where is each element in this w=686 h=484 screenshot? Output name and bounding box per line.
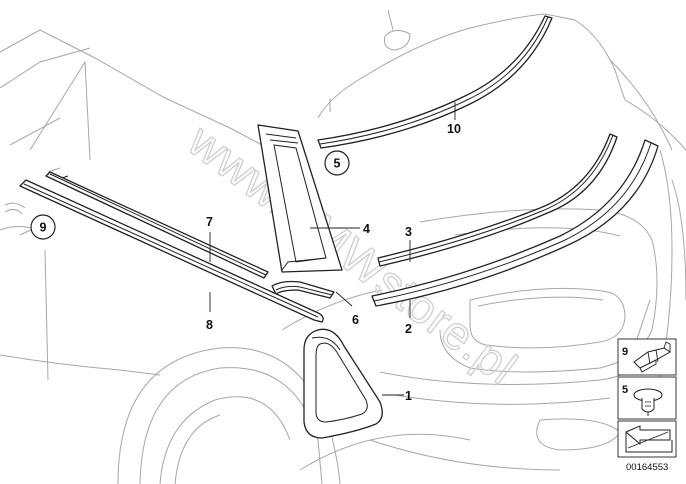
part-6-trim-piece (271, 280, 335, 299)
callout-1: 1 (405, 389, 412, 403)
legend-panel: 9 5 00164553 (617, 338, 677, 473)
callout-2: 2 (405, 322, 412, 336)
callout-3: 3 (405, 225, 412, 239)
car-body-outline (0, 9, 686, 484)
push-rivet-icon (633, 388, 663, 416)
callout-8: 8 (206, 318, 213, 332)
callout-10: 10 (447, 122, 461, 136)
leader-lines (209, 102, 456, 396)
part-7-side-strip-upper (45, 171, 269, 279)
sealing-symbol-icon (625, 425, 673, 453)
clip-icon (633, 341, 671, 373)
part-10-roof-strip (317, 15, 553, 149)
callout-4: 4 (363, 222, 370, 236)
callout-labels: 10 3 2 4 7 8 6 1 5 9 (30, 122, 461, 403)
callout-9-circle (30, 214, 56, 240)
callout-6: 6 (352, 313, 359, 327)
part-8-side-strip-lower (19, 179, 324, 323)
callout-9: 9 (40, 221, 47, 235)
part-1-tail-lamp-bezel (303, 328, 383, 439)
part-4-c-pillar-trim (257, 124, 343, 273)
callout-5-circle (324, 150, 350, 176)
part-3-tailgate-trim-upper (377, 133, 618, 267)
callout-7: 7 (206, 215, 213, 229)
callout-5: 5 (334, 157, 341, 171)
part-2-tailgate-trim-lower (371, 139, 659, 307)
document-number: 00164553 (626, 462, 668, 473)
watermark: www.BMWstore.pl (178, 113, 527, 394)
legend-item-9-label: 9 (622, 346, 628, 358)
legend-item-5-label: 5 (622, 384, 628, 396)
